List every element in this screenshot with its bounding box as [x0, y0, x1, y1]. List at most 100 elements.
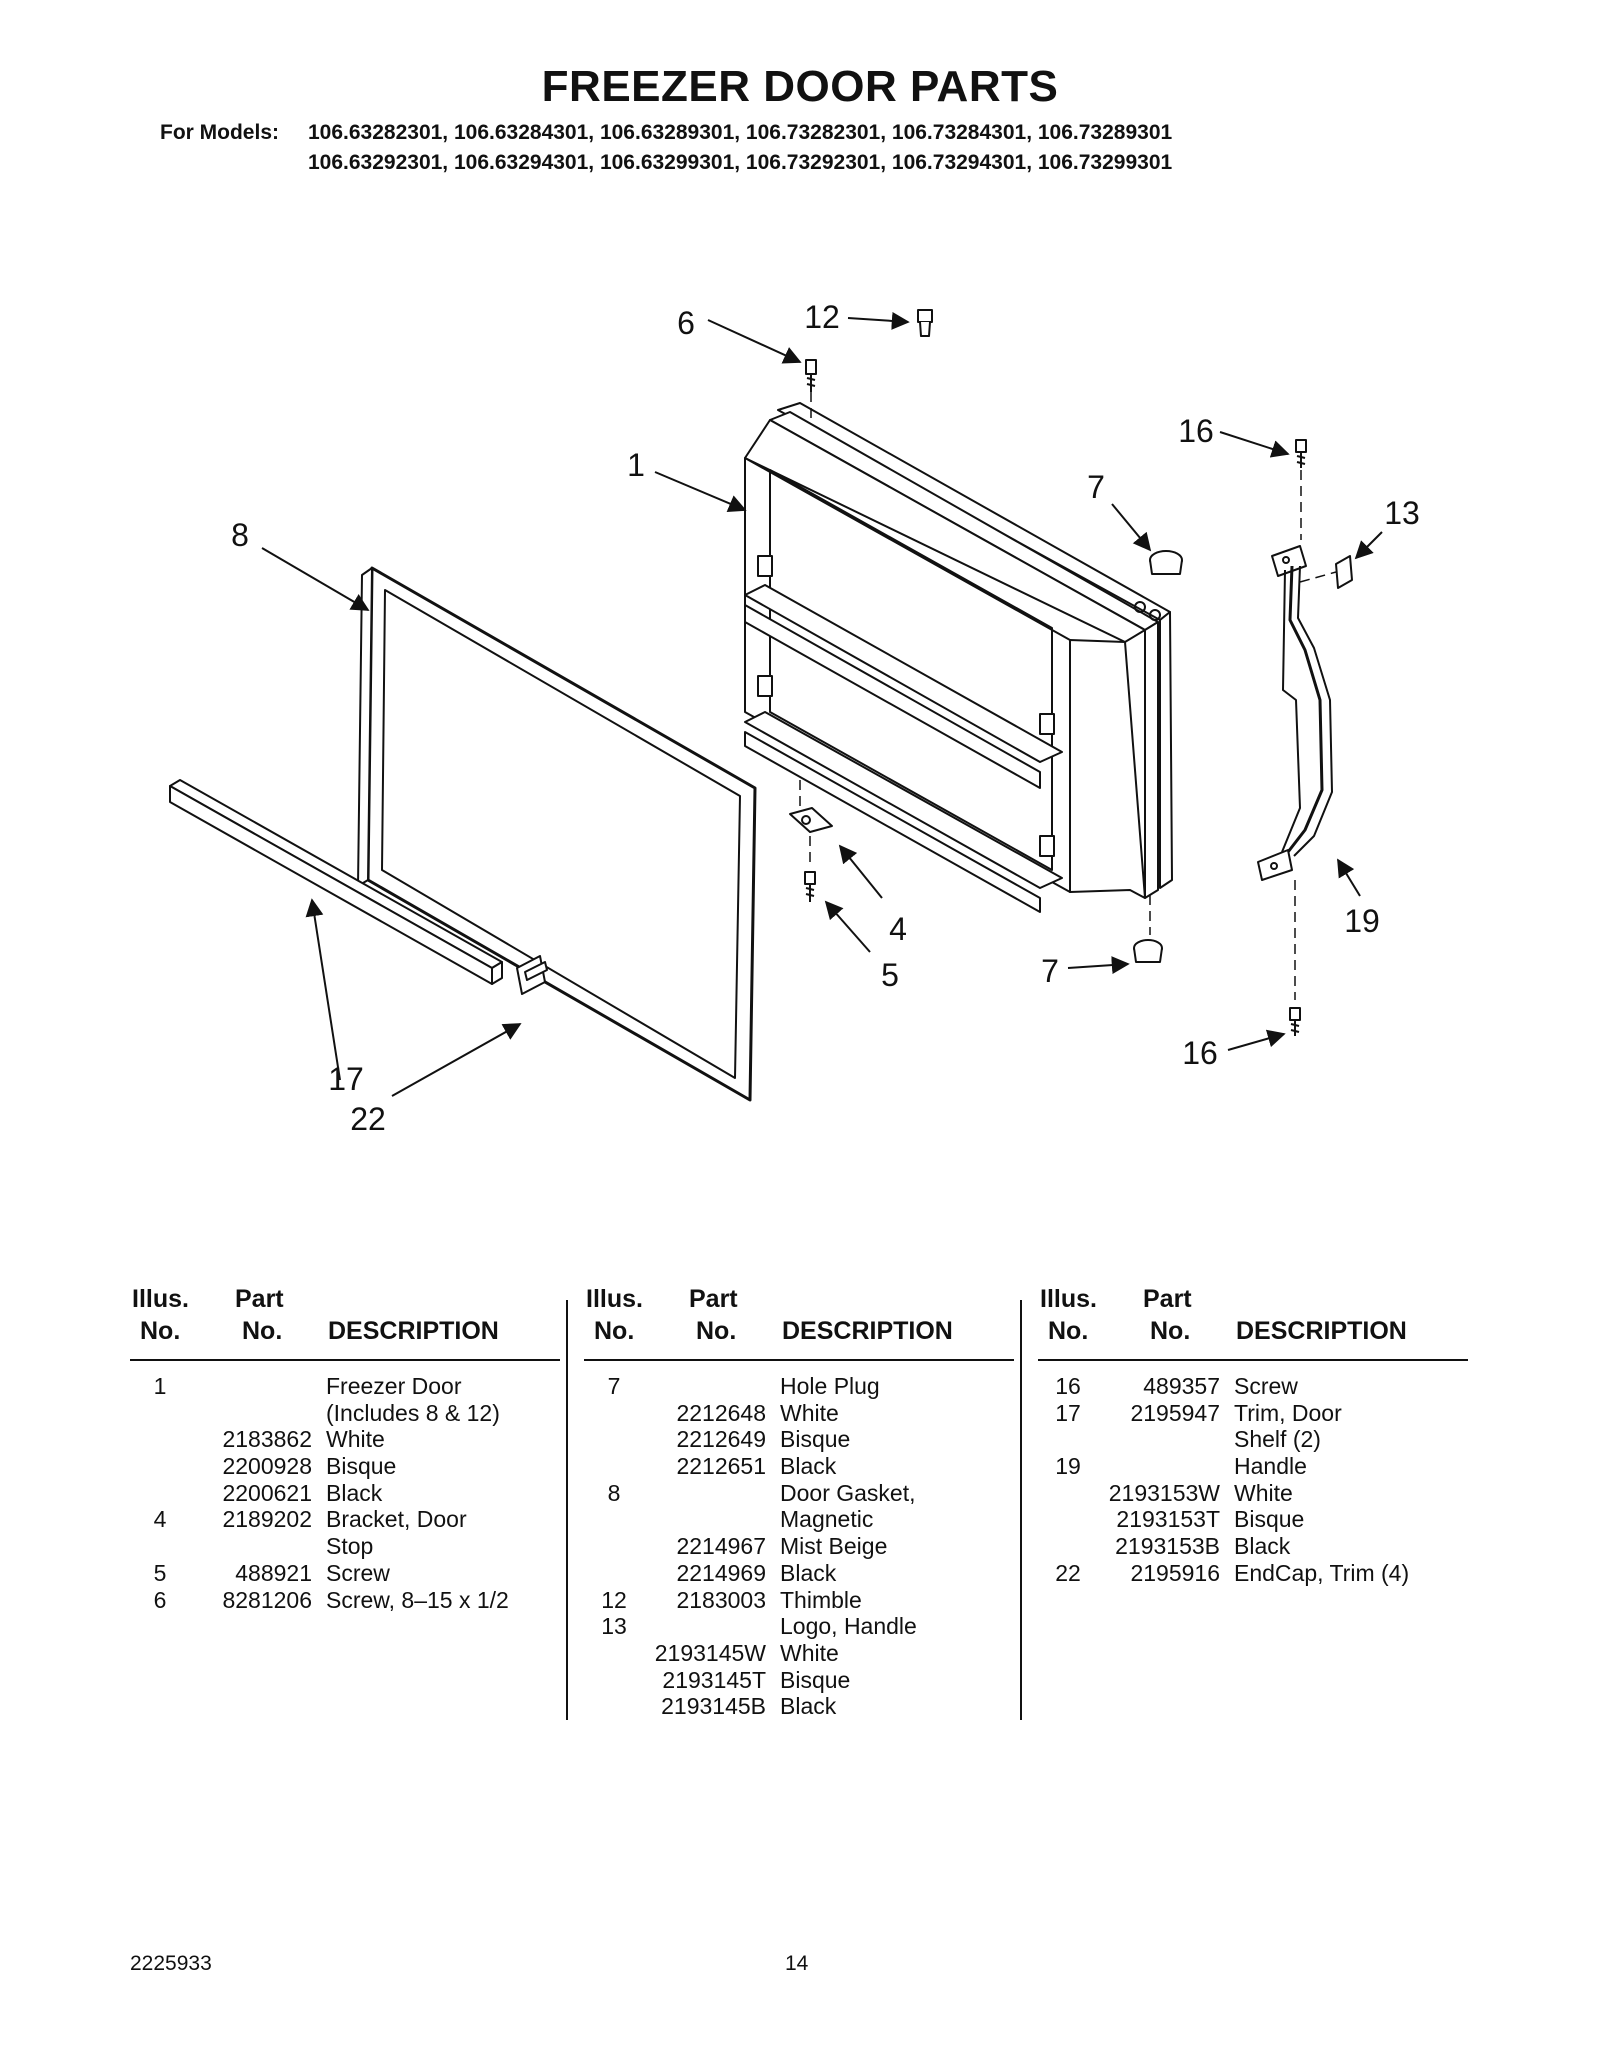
parts-row: Stop	[130, 1533, 560, 1560]
illus-number: 5	[153, 1559, 167, 1586]
illus-number: 22	[1055, 1559, 1081, 1586]
parts-column-header: Illus. No. Part No. DESCRIPTION	[130, 1285, 560, 1361]
part-description: White	[780, 1399, 839, 1426]
models-label: For Models:	[160, 121, 279, 144]
part-description: Screw	[1234, 1373, 1298, 1399]
header-part: Part	[689, 1285, 738, 1313]
part-number: 489357	[1143, 1373, 1220, 1399]
parts-row: 2193145T Bisque	[584, 1667, 1014, 1694]
header-illus-no: No.	[594, 1317, 635, 1345]
part-description: Black	[326, 1479, 383, 1506]
parts-row: 2214969 Black	[584, 1560, 1014, 1587]
illus-number: 1	[153, 1373, 167, 1399]
callout-17: 17	[328, 1061, 364, 1097]
page-number: 14	[785, 1952, 809, 1975]
part-number: 2193153T	[1116, 1506, 1220, 1533]
header-illus: Illus.	[586, 1285, 643, 1313]
callout-7-bottom: 7	[1041, 953, 1059, 989]
part-description: Bracket, Door	[326, 1506, 467, 1533]
handle-drawing	[1257, 545, 1333, 881]
parts-row: (Includes 8 & 12)	[130, 1400, 560, 1427]
callout-5: 5	[881, 957, 899, 993]
part-description: Black	[1234, 1533, 1291, 1560]
screw-16-bottom-drawing	[1289, 1007, 1301, 1036]
logo-handle-drawing	[1335, 555, 1353, 589]
part-number: 2214969	[676, 1559, 766, 1586]
part-number: 2183003	[676, 1586, 766, 1613]
screw-6-drawing	[805, 359, 817, 392]
part-number: 2195947	[1130, 1399, 1220, 1426]
part-number: 2193145T	[662, 1666, 766, 1693]
header-part-no: No.	[1150, 1317, 1191, 1345]
parts-row: 2183862 White	[130, 1426, 560, 1453]
door-shelf-trim-drawing	[169, 779, 503, 985]
part-description: EndCap, Trim (4)	[1234, 1559, 1410, 1586]
part-number: 2193145B	[661, 1693, 766, 1720]
part-description: Bisque	[1234, 1506, 1305, 1533]
screw-16-top-drawing	[1295, 439, 1307, 468]
parts-column-header: Illus. No. Part No. DESCRIPTION	[1038, 1285, 1468, 1361]
part-description: Hole Plug	[780, 1373, 880, 1399]
part-number: 2193145W	[654, 1639, 766, 1666]
part-number: 2189202	[222, 1506, 312, 1533]
document-number: 2225933	[130, 1952, 212, 1975]
part-description: Stop	[326, 1533, 374, 1560]
parts-row: 2200621 Black	[130, 1480, 560, 1507]
part-description: Trim, Door	[1234, 1399, 1342, 1426]
part-description: Thimble	[780, 1586, 862, 1613]
part-number: 2193153B	[1115, 1533, 1220, 1560]
part-number: 2212648	[676, 1399, 766, 1426]
callout-6: 6	[677, 305, 695, 341]
callout-16-top: 16	[1178, 413, 1214, 449]
part-description: Screw	[326, 1559, 390, 1586]
part-number: 2183862	[222, 1426, 312, 1453]
callout-16-bottom: 16	[1182, 1035, 1218, 1071]
part-number: 2214967	[676, 1533, 766, 1560]
part-description: White	[326, 1426, 385, 1453]
part-description: Logo, Handle	[780, 1613, 917, 1640]
callout-4: 4	[889, 911, 907, 947]
parts-column-1: Illus. No. Part No. DESCRIPTION 1 Freezer…	[130, 1285, 560, 1613]
header-part: Part	[1143, 1285, 1192, 1313]
door-gasket-drawing	[357, 566, 757, 1102]
hole-plug-top-drawing	[1149, 550, 1183, 575]
part-number: 8281206	[222, 1586, 312, 1613]
part-description: Black	[780, 1559, 837, 1586]
illus-number: 6	[153, 1586, 167, 1613]
part-description: Freezer Door	[326, 1373, 462, 1399]
part-description: Bisque	[780, 1666, 851, 1693]
door-stop-bracket-drawing	[789, 807, 833, 833]
parts-rows: 1 Freezer Door(Includes 8 & 12)2183862 Whi…	[130, 1373, 560, 1613]
callout-19: 19	[1344, 903, 1380, 939]
freezer-door-drawing	[744, 402, 1173, 913]
header-description: DESCRIPTION	[782, 1317, 953, 1345]
parts-row: Magnetic	[584, 1506, 1014, 1533]
part-description: Black	[780, 1453, 837, 1480]
part-description: White	[1234, 1479, 1293, 1506]
part-number: 2200621	[222, 1479, 312, 1506]
illus-number: 8	[607, 1479, 621, 1506]
page-title: FREEZER DOOR PARTS	[541, 62, 1059, 111]
parts-row: 2193153B Black	[1038, 1533, 1468, 1560]
header-illus: Illus.	[1040, 1285, 1097, 1313]
header-illus-no: No.	[140, 1317, 181, 1345]
column-divider	[1020, 1300, 1022, 1720]
header-part-no: No.	[242, 1317, 283, 1345]
part-number: 488921	[235, 1559, 312, 1586]
models-line-1: 106.63282301, 106.63284301, 106.63289301…	[308, 121, 1173, 144]
header-part: Part	[235, 1285, 284, 1313]
models-line-2: 106.63292301, 106.63294301, 106.63299301…	[308, 151, 1173, 174]
